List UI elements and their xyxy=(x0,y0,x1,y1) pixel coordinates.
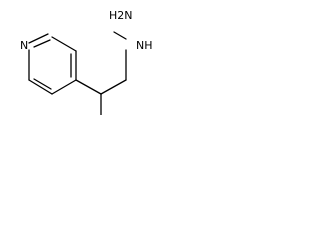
ring-nitrogen-label: N xyxy=(20,39,28,52)
bond-ring-to-ch xyxy=(75,79,102,95)
ring-bond-bottom-right xyxy=(51,79,77,95)
ring-bond-top-right xyxy=(51,36,77,52)
ring-double-bond-bottom-left xyxy=(33,78,52,90)
bond-ch-to-nh xyxy=(100,79,127,95)
ring-bond-n-top-left xyxy=(28,33,49,44)
chemical-structure-diagram: N H2N NH xyxy=(20,9,153,115)
ring-bond-bottom-left xyxy=(28,79,53,95)
substituent-bonds xyxy=(75,31,127,115)
hydrazine-linker-label: NH xyxy=(136,39,153,52)
pyridine-ring xyxy=(28,33,77,95)
bond-nh-to-nh2 xyxy=(113,31,127,40)
hydrazine-terminal-label: H2N xyxy=(109,9,133,22)
ring-double-bond-top-left xyxy=(33,39,51,48)
